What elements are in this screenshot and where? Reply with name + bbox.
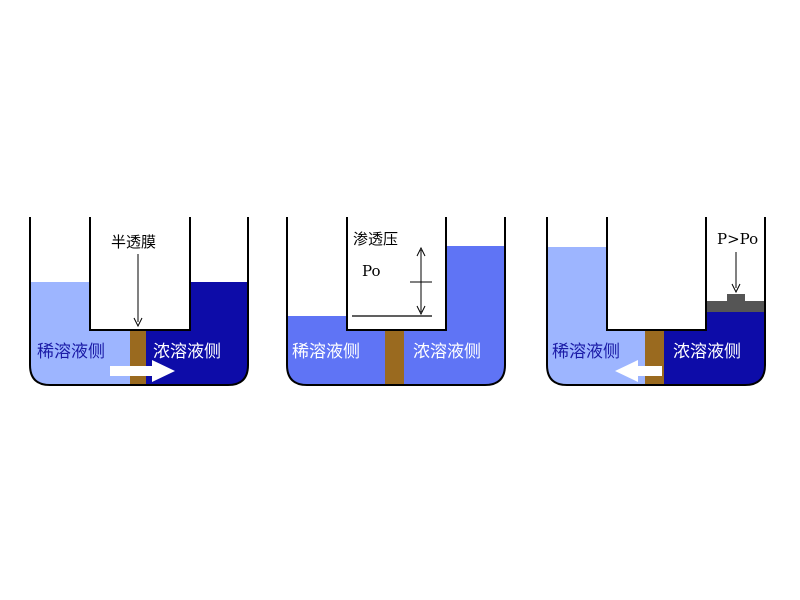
concentrated-solution xyxy=(404,246,505,385)
flow-left-arrow-icon xyxy=(615,360,662,382)
diagram-equilibrium: 渗透压 Po 稀溶液侧 浓溶液侧 xyxy=(286,217,506,386)
height-down-arrow-icon xyxy=(416,305,426,316)
diagram-osmosis: 半透膜 稀溶液侧 浓溶液侧 xyxy=(29,217,249,386)
container-outline xyxy=(286,217,506,386)
dilute-solution xyxy=(547,247,645,385)
semipermeable-membrane xyxy=(645,330,664,385)
applied-pressure-caption: P>Po xyxy=(717,230,758,248)
dilute-side-label: 稀溶液侧 xyxy=(37,342,105,362)
pressure-piston xyxy=(706,294,765,312)
semipermeable-membrane xyxy=(385,330,404,385)
concentrated-solution xyxy=(146,282,248,385)
membrane-caption: 半透膜 xyxy=(111,233,156,251)
pressure-pointer-head xyxy=(731,283,741,294)
osmotic-pressure-symbol: Po xyxy=(362,262,381,280)
container-outline xyxy=(29,217,249,386)
concentrated-side-label: 浓溶液侧 xyxy=(153,342,221,362)
dilute-solution xyxy=(287,316,385,385)
concentrated-side-label: 浓溶液侧 xyxy=(673,342,741,362)
osmotic-pressure-caption: 渗透压 xyxy=(353,230,398,248)
membrane-pointer-head xyxy=(133,317,143,328)
semipermeable-membrane xyxy=(130,330,146,385)
container-outline xyxy=(546,217,766,386)
height-up-arrow-icon xyxy=(416,246,426,257)
dilute-side-label: 稀溶液侧 xyxy=(292,342,360,362)
flow-right-arrow-icon xyxy=(110,360,175,382)
diagram-reverse-osmosis: P>Po 稀溶液侧 浓溶液侧 xyxy=(546,217,766,386)
dilute-side-label: 稀溶液侧 xyxy=(552,342,620,362)
dilute-solution xyxy=(30,282,130,385)
concentrated-side-label: 浓溶液侧 xyxy=(413,342,481,362)
